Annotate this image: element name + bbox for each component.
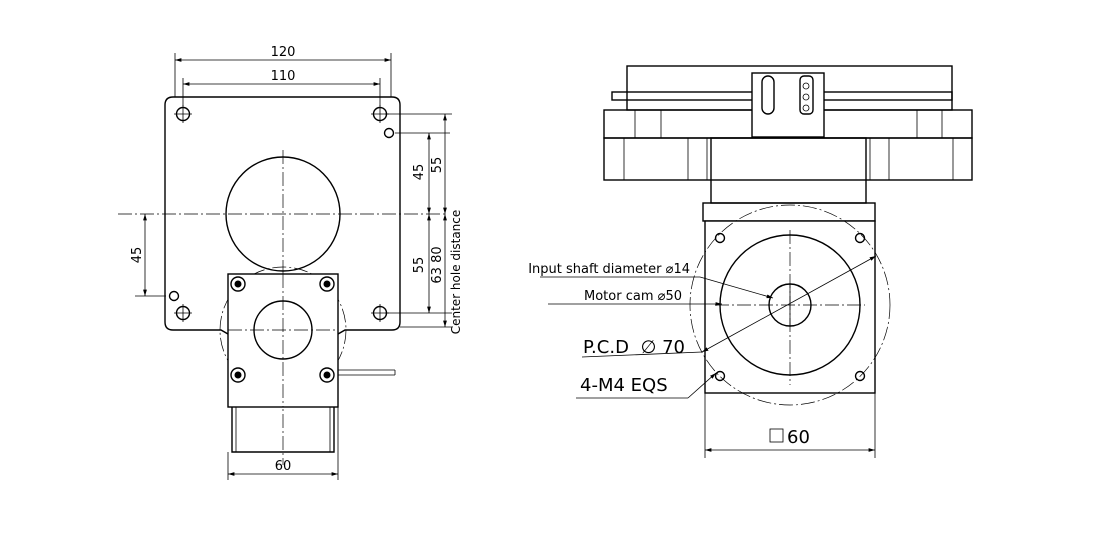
pcd-circle	[689, 204, 891, 406]
motor-screws	[230, 276, 335, 383]
pcd-label-text: P.C.D	[583, 337, 629, 358]
square-symbol	[769, 428, 784, 443]
corner-holes	[168, 105, 395, 322]
dim-120-label: 120	[271, 45, 296, 60]
screw-label: 4-M4 EQS	[580, 375, 668, 396]
pcd-label: P.C.D ∅ 70	[583, 337, 685, 358]
center-hole	[225, 156, 341, 272]
pcd-value: 70	[662, 337, 685, 358]
motor-rear	[231, 407, 335, 453]
dim-60-bottom-label: 60	[275, 459, 292, 474]
pcd-diameter-symbol: ∅	[641, 337, 657, 358]
dim-55-upper-label: 55	[430, 157, 445, 174]
left-view: 120 110 45 55 55 63 80 Center hole dista…	[118, 45, 463, 480]
dim-45-upper-label: 45	[412, 164, 427, 181]
right-view: Input shaft diameter ⌀14 Motor cam ⌀50 P…	[528, 65, 973, 458]
square-value-label: 60	[787, 427, 810, 448]
dim-110-label: 110	[271, 69, 296, 84]
motor-shaft-hole	[253, 300, 313, 360]
dim-45-left-label: 45	[130, 247, 145, 264]
center-hole-distance-label: Center hole distance	[449, 210, 463, 335]
dim-55-lower-label: 55	[412, 257, 427, 274]
dim-63-80-label: 63 80	[430, 246, 445, 283]
input-shaft-label: Input shaft diameter ⌀14	[528, 262, 690, 277]
motor-cam-label: Motor cam ⌀50	[584, 289, 682, 304]
top-bracket	[751, 72, 825, 138]
